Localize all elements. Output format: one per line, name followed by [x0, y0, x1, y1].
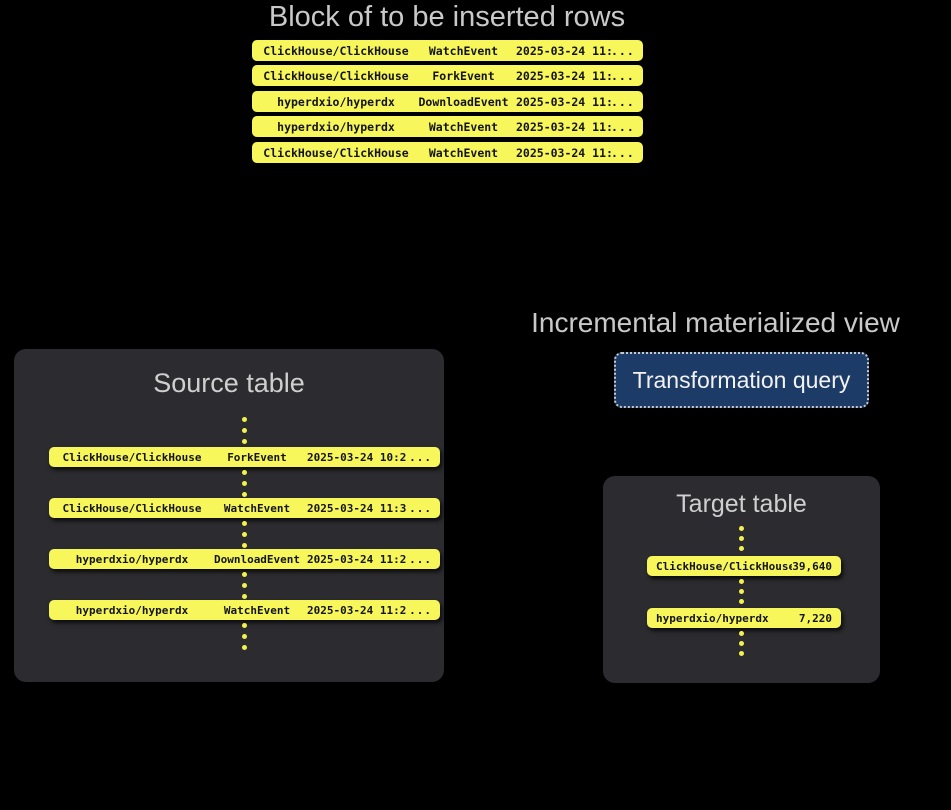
dot: [242, 417, 247, 422]
ellipsis-dots: [242, 470, 247, 497]
target-table-row: hyperdxio/hyperdx 7,220: [647, 608, 841, 628]
row-time: 2025-03-24 10:25:00: [307, 450, 407, 464]
dot: [739, 631, 744, 636]
row-count: 39,640: [792, 559, 832, 573]
row-event: WatchEvent: [428, 145, 499, 160]
block-row: hyperdxio/hyperdx WatchEvent 2025-03-24 …: [252, 116, 643, 137]
ellipsis-dots: [242, 521, 247, 548]
row-ellipsis: ...: [611, 68, 634, 83]
target-table-row: ClickHouse/ClickHouse 39,640: [647, 556, 841, 576]
dot: [242, 470, 247, 475]
dot: [739, 536, 744, 541]
ellipsis-dots: [242, 417, 247, 444]
row-ellipsis: ...: [611, 119, 634, 134]
row-repo: ClickHouse/ClickHouse: [62, 450, 202, 464]
row-repo: ClickHouse/ClickHouse: [263, 145, 409, 160]
dot: [739, 579, 744, 584]
row-ellipsis: ...: [611, 145, 634, 160]
row-repo: hyperdxio/hyperdx: [277, 119, 395, 134]
block-row: ClickHouse/ClickHouse WatchEvent 2025-03…: [252, 142, 643, 163]
row-ellipsis: ...: [611, 43, 634, 58]
dot: [242, 645, 247, 650]
target-table-title: Target table: [676, 490, 807, 518]
source-table-card: Source table ClickHouse/ClickHouse ForkE…: [14, 349, 444, 682]
row-event: WatchEvent: [223, 501, 291, 515]
ellipsis-dots: [242, 572, 247, 599]
row-time: 2025-03-24 11:20:12: [307, 552, 407, 566]
block-row: ClickHouse/ClickHouse WatchEvent 2025-03…: [252, 40, 643, 61]
block-row: hyperdxio/hyperdx DownloadEvent 2025-03-…: [252, 91, 643, 112]
row-repo: hyperdxio/hyperdx: [277, 94, 395, 109]
dot: [242, 532, 247, 537]
dot: [242, 428, 247, 433]
dot: [242, 623, 247, 628]
target-table-card: Target table ClickHouse/ClickHouse 39,64…: [603, 476, 880, 683]
source-table-row: ClickHouse/ClickHouse WatchEvent 2025-03…: [49, 498, 440, 518]
row-ellipsis: ...: [409, 501, 432, 515]
ellipsis-dots: [739, 526, 744, 551]
materialized-view-title: Incremental materialized view: [531, 307, 900, 338]
row-time: 2025-03-24 11:35:54: [516, 145, 611, 160]
ellipsis-dots: [739, 579, 744, 604]
dot: [739, 641, 744, 646]
dot: [739, 546, 744, 551]
row-repo: hyperdxio/hyperdx: [656, 611, 769, 625]
row-repo: hyperdxio/hyperdx: [75, 552, 189, 566]
block-row: ClickHouse/ClickHouse ForkEvent 2025-03-…: [252, 65, 643, 86]
dot: [739, 589, 744, 594]
row-repo: ClickHouse/ClickHouse: [263, 43, 409, 58]
row-repo: ClickHouse/ClickHouse: [656, 559, 793, 573]
dot: [739, 526, 744, 531]
row-ellipsis: ...: [409, 552, 432, 566]
row-repo: hyperdxio/hyperdx: [75, 603, 189, 617]
dot: [242, 521, 247, 526]
source-table-row: ClickHouse/ClickHouse ForkEvent 2025-03-…: [49, 447, 440, 467]
source-table-row: hyperdxio/hyperdx DownloadEvent 2025-03-…: [49, 549, 440, 569]
row-time: 2025-03-24 11:35:44: [516, 68, 611, 83]
row-time: 2025-03-24 11:35:52: [516, 119, 611, 134]
row-repo: ClickHouse/ClickHouse: [62, 501, 202, 515]
row-time: 2025-03-24 11:32:54: [307, 501, 407, 515]
row-time: 2025-03-24 11:35:48: [516, 94, 611, 109]
transformation-query-box[interactable]: Transformation query: [614, 352, 869, 408]
dot: [242, 439, 247, 444]
dot: [242, 572, 247, 577]
dot: [242, 583, 247, 588]
row-time: 2025-03-24 11:35:40: [516, 43, 611, 58]
dot: [242, 594, 247, 599]
row-ellipsis: ...: [409, 450, 432, 464]
ellipsis-dots: [242, 623, 247, 650]
source-table-row: hyperdxio/hyperdx WatchEvent 2025-03-24 …: [49, 600, 440, 620]
dot: [242, 481, 247, 486]
row-event: ForkEvent: [227, 450, 287, 464]
row-time: 2025-03-24 11:28:32: [307, 603, 407, 617]
row-ellipsis: ...: [611, 94, 634, 109]
block-title: Block of to be inserted rows: [268, 1, 626, 33]
row-event: WatchEvent: [428, 119, 499, 134]
dot: [242, 492, 247, 497]
row-repo: ClickHouse/ClickHouse: [263, 68, 409, 83]
row-event: WatchEvent: [428, 43, 499, 58]
row-event: WatchEvent: [223, 603, 291, 617]
dot: [739, 651, 744, 656]
row-event: DownloadEvent: [418, 94, 509, 109]
source-table-title: Source table: [153, 368, 305, 398]
row-count: 7,220: [798, 611, 832, 625]
dot: [242, 543, 247, 548]
row-ellipsis: ...: [409, 603, 432, 617]
row-event: ForkEvent: [432, 68, 495, 83]
dot: [242, 634, 247, 639]
row-event: DownloadEvent: [213, 552, 301, 566]
ellipsis-dots: [739, 631, 744, 656]
dot: [739, 599, 744, 604]
